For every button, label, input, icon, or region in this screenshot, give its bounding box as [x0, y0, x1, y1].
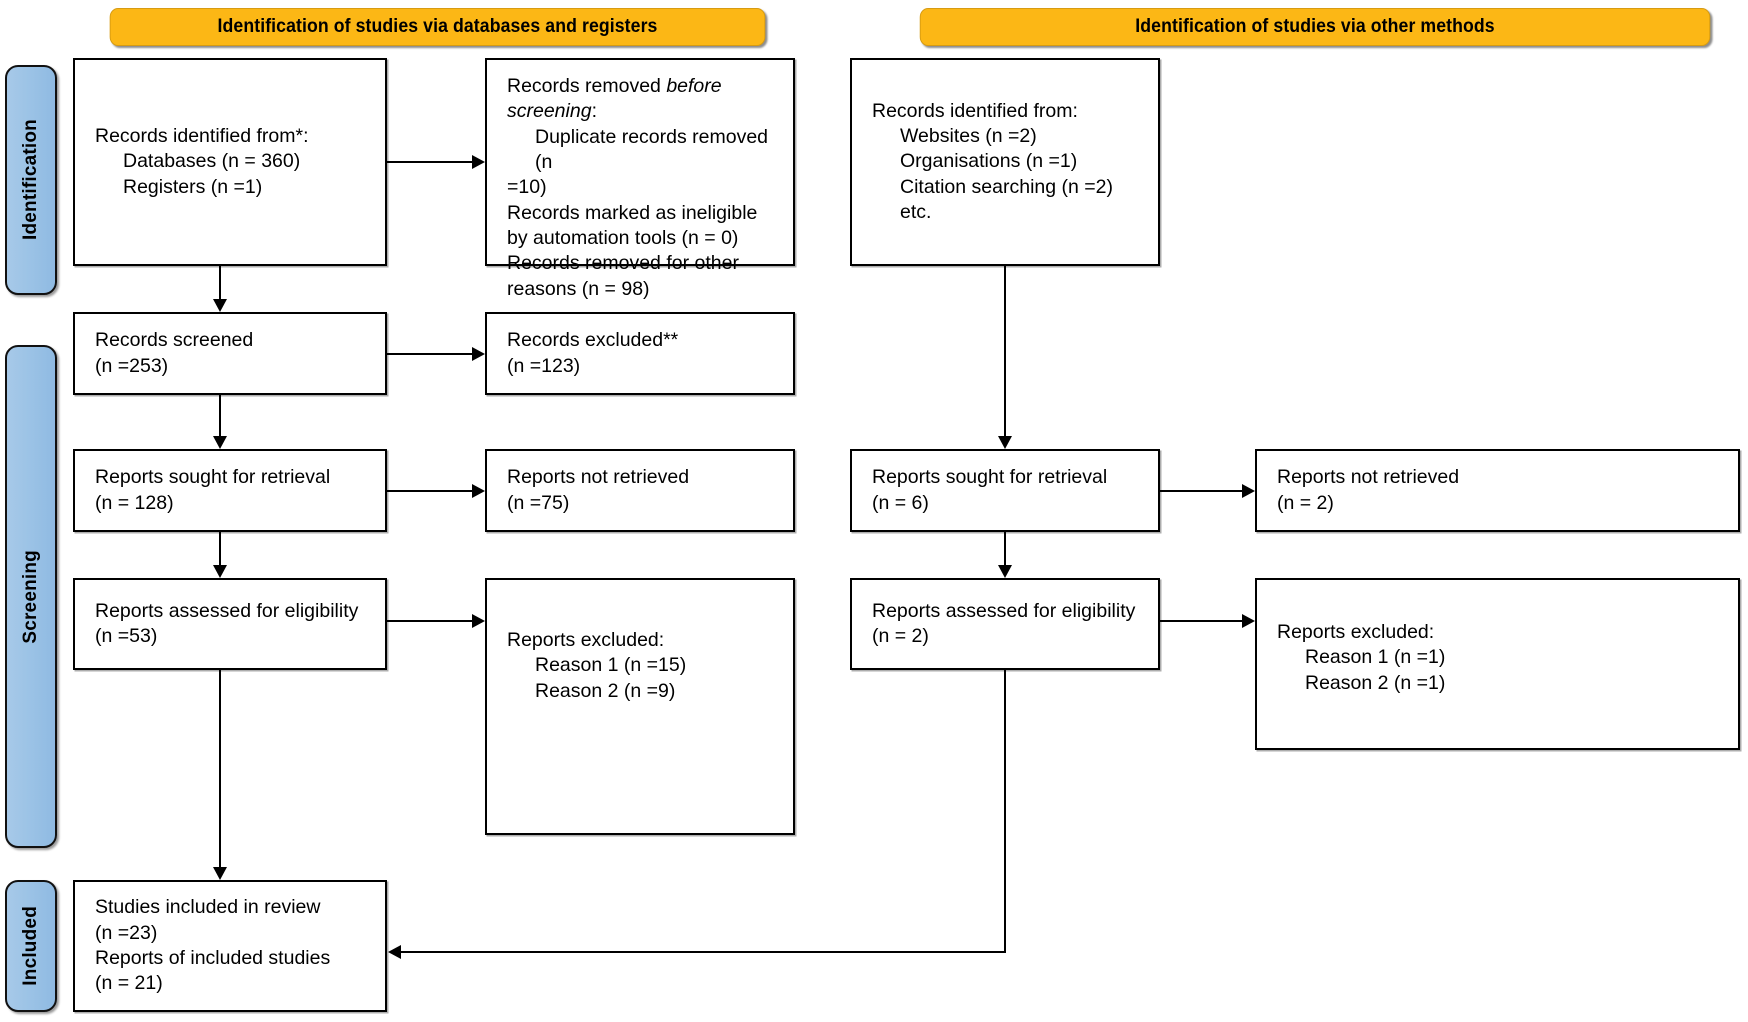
records-excluded-line-2: (n =123) [507, 354, 581, 377]
node-studies-included: Studies included in review (n =23) Repor… [73, 880, 387, 1012]
node-reports-not-retrieved-left: Reports not retrieved (n =75) [485, 449, 795, 532]
reports-excluded-right-line-3: Reason 2 (n =1) [1305, 671, 1446, 694]
node-records-identified-other: Records identified from: Websites (n =2)… [850, 58, 1160, 266]
arrowhead-sought-right-to-assessed [998, 565, 1012, 578]
records-removed-line-1: Records removed before [507, 75, 722, 97]
connector-sought-right-to-not-retrieved [1160, 490, 1242, 492]
reports-excluded-left-line-3: Reason 2 (n =9) [535, 679, 676, 702]
records-removed-line-5: Records marked as ineligible [507, 201, 758, 224]
arrowhead-identified-to-screened [213, 299, 227, 312]
arrowhead-assessed-right-to-excluded [1242, 614, 1255, 628]
stage-label-included-text: Included [20, 906, 41, 986]
stage-label-screening-text: Screening [20, 549, 41, 644]
reports-excluded-right-line-1: Reports excluded: [1277, 621, 1435, 643]
records-removed-line-3: Duplicate records removed (n [535, 125, 774, 174]
reports-excluded-right-line-2: Reason 1 (n =1) [1305, 646, 1446, 669]
reports-assessed-left-line-2: (n =53) [95, 625, 158, 647]
reports-not-retrieved-right-line-2: (n = 2) [1277, 491, 1334, 514]
arrowhead-right-to-included [388, 945, 401, 959]
reports-sought-right-line-2: (n = 6) [872, 491, 929, 514]
connector-identified-to-screened [219, 266, 221, 299]
records-identified-line-3: Registers (n =1) [123, 175, 263, 198]
node-reports-excluded-right: Reports excluded: Reason 1 (n =1) Reason… [1255, 578, 1740, 750]
node-reports-assessed-left: Reports assessed for eligibility (n =53) [73, 578, 387, 670]
records-identified-line-1: Records identified from*: [95, 124, 309, 147]
reports-sought-left-line-1: Reports sought for retrieval [95, 466, 331, 489]
node-records-removed-before-screening: Records removed before screening: Duplic… [485, 58, 795, 300]
header-other-methods: Identification of studies via other meth… [919, 8, 1711, 46]
connector-other-identified-to-sought [1004, 266, 1006, 436]
records-screened-line-1: Records screened [95, 329, 254, 352]
records-excluded-line-1: Records excluded** [507, 329, 679, 352]
records-screened-line-2: (n =253) [95, 354, 169, 377]
reports-assessed-right-line-2: (n = 2) [872, 625, 929, 647]
arrowhead-sought-to-assessed [213, 565, 227, 578]
arrowhead-other-identified-to-sought [998, 436, 1012, 449]
reports-sought-left-line-2: (n = 128) [95, 491, 174, 514]
node-reports-sought-left: Reports sought for retrieval (n = 128) [73, 449, 387, 532]
connector-assessed-to-included [219, 670, 221, 867]
connector-sought-to-not-retrieved [387, 490, 472, 492]
reports-assessed-left-line-1: Reports assessed for eligibility [95, 599, 359, 622]
records-identified-other-line-4: Citation searching (n =2) [900, 175, 1113, 198]
header-databases-registers: Identification of studies via databases … [109, 8, 766, 46]
connector-screened-to-sought [219, 395, 221, 436]
reports-excluded-left-line-1: Reports excluded: [507, 629, 665, 651]
node-reports-not-retrieved-right: Reports not retrieved (n = 2) [1255, 449, 1740, 532]
node-reports-sought-right: Reports sought for retrieval (n = 6) [850, 449, 1160, 532]
records-identified-other-line-5: etc. [900, 201, 932, 224]
connector-assessed-right-to-excluded [1160, 620, 1242, 622]
arrowhead-sought-right-to-not-retrieved [1242, 484, 1255, 498]
stage-label-identification-text: Identification [20, 119, 41, 241]
reports-assessed-right-line-1: Reports assessed for eligibility [872, 599, 1136, 622]
connector-identified-to-removed [387, 161, 472, 163]
records-removed-line-7: Records removed for other [507, 252, 739, 275]
studies-included-line-4: (n = 21) [95, 972, 163, 995]
arrowhead-screened-to-sought [213, 436, 227, 449]
records-identified-other-line-1: Records identified from: [872, 99, 1078, 122]
connector-right-to-included [401, 951, 1006, 953]
connector-assessed-to-excluded [387, 620, 472, 622]
records-identified-other-line-3: Organisations (n =1) [900, 150, 1078, 173]
node-records-excluded: Records excluded** (n =123) [485, 312, 795, 395]
studies-included-line-3: Reports of included studies [95, 947, 331, 969]
records-identified-line-2: Databases (n = 360) [123, 150, 301, 173]
arrowhead-assessed-to-excluded [472, 614, 485, 628]
arrowhead-identified-to-removed [472, 155, 485, 169]
records-removed-line-4: =10) [507, 176, 547, 199]
header-databases-registers-label: Identification of studies via databases … [217, 16, 658, 37]
node-reports-excluded-left: Reports excluded: Reason 1 (n =15) Reaso… [485, 578, 795, 835]
connector-assessed-right-down [1004, 670, 1006, 953]
records-removed-line-8: reasons (n = 98) [507, 277, 650, 300]
studies-included-line-1: Studies included in review [95, 896, 321, 919]
node-records-identified-databases: Records identified from*: Databases (n =… [73, 58, 387, 266]
node-reports-assessed-right: Reports assessed for eligibility (n = 2) [850, 578, 1160, 670]
header-other-methods-label: Identification of studies via other meth… [1135, 16, 1495, 37]
arrowhead-screened-to-excluded [472, 347, 485, 361]
reports-not-retrieved-right-line-1: Reports not retrieved [1277, 466, 1460, 489]
records-identified-other-line-2: Websites (n =2) [900, 124, 1037, 147]
stage-label-included: Included [5, 880, 57, 1012]
reports-not-retrieved-left-line-1: Reports not retrieved [507, 466, 690, 489]
reports-sought-right-line-1: Reports sought for retrieval [872, 466, 1108, 489]
studies-included-line-2: (n =23) [95, 921, 158, 944]
connector-screened-to-excluded [387, 353, 472, 355]
reports-excluded-left-line-2: Reason 1 (n =15) [535, 654, 687, 677]
records-removed-line-2: screening: [507, 100, 597, 123]
stage-label-identification: Identification [5, 65, 57, 295]
arrowhead-assessed-to-included [213, 867, 227, 880]
reports-not-retrieved-left-line-2: (n =75) [507, 491, 570, 514]
node-records-screened: Records screened (n =253) [73, 312, 387, 395]
arrowhead-sought-to-not-retrieved [472, 484, 485, 498]
connector-sought-to-assessed [219, 532, 221, 565]
stage-label-screening: Screening [5, 345, 57, 848]
connector-sought-right-to-assessed [1004, 532, 1006, 565]
records-removed-line-6: by automation tools (n = 0) [507, 227, 739, 250]
